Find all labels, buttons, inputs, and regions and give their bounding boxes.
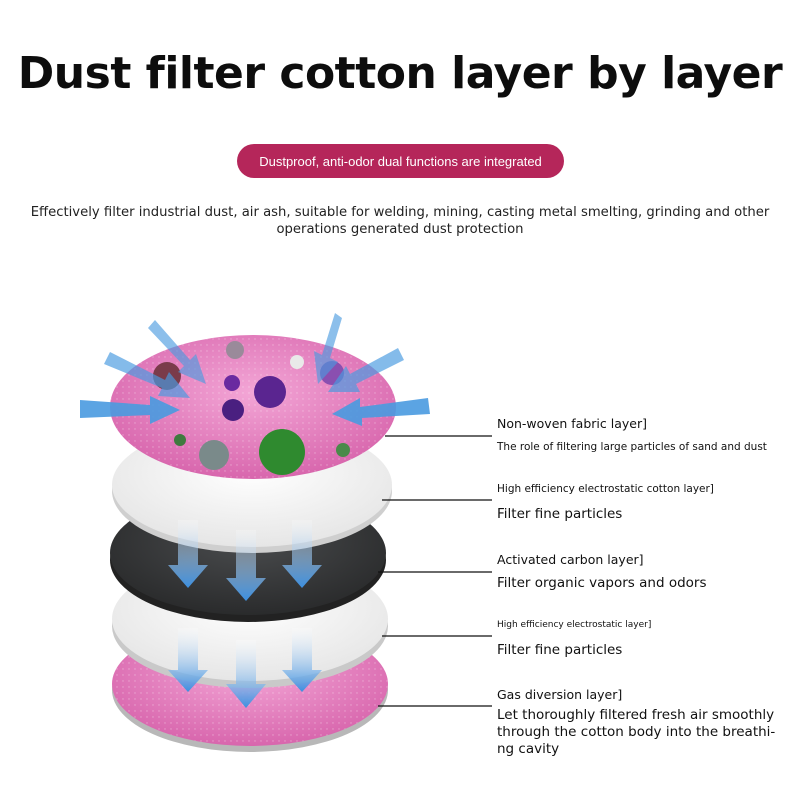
layer-5-detail: Let thoroughly filtered fresh air smooth… bbox=[497, 707, 776, 757]
leader-lines bbox=[378, 435, 492, 707]
page-title: Dust filter cotton layer by layer bbox=[17, 48, 783, 99]
feature-badge: Dustproof, anti-odor dual functions are … bbox=[237, 144, 564, 178]
description-text: Effectively filter industrial dust, air … bbox=[30, 205, 770, 237]
layer-1-detail: The role of filtering large particles of… bbox=[497, 441, 767, 453]
downward-arrows-icon bbox=[168, 520, 322, 708]
layer-4-detail: Filter fine particles bbox=[497, 642, 623, 658]
layer-3-name: Activated carbon layer] bbox=[497, 552, 644, 567]
layer-3-detail: Filter organic vapors and odors bbox=[497, 575, 707, 591]
layer-5-name: Gas diversion layer] bbox=[497, 687, 623, 702]
layer-2-detail: Filter fine particles bbox=[497, 506, 623, 522]
layer-2-name: High efficiency electrostatic cotton lay… bbox=[497, 483, 714, 495]
airflow-arrows-icon bbox=[80, 313, 430, 426]
layer-4-name: High efficiency electrostatic layer] bbox=[497, 620, 652, 630]
layer-1-name: Non-woven fabric layer] bbox=[497, 416, 647, 431]
